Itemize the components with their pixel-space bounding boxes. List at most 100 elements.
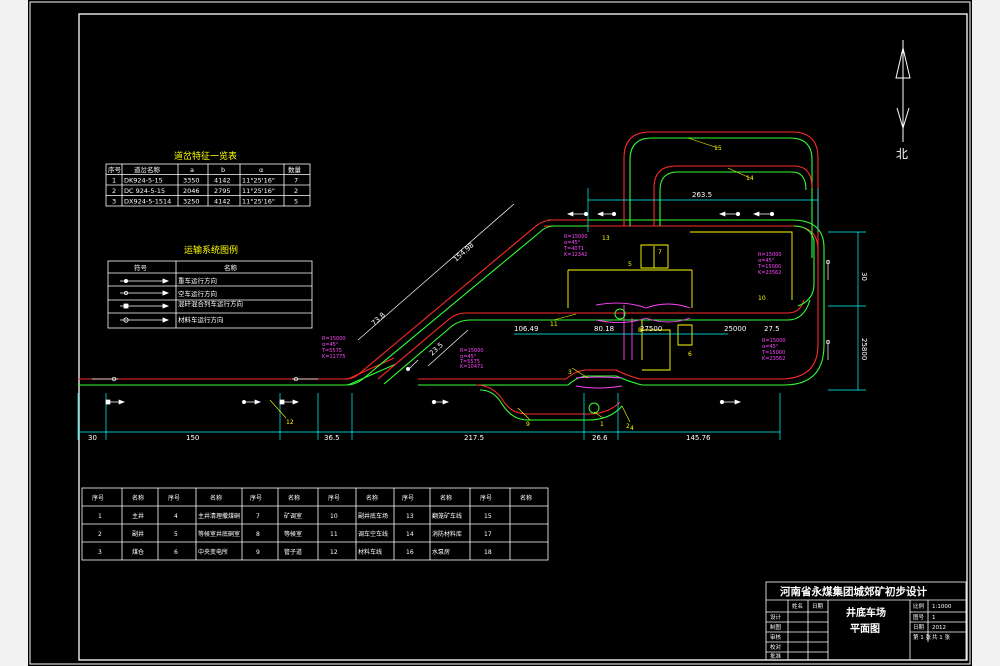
- curve-table-grid: [105, 163, 311, 207]
- arrow-icon: [92, 376, 118, 382]
- table-cell: DC 924-5-15: [124, 187, 165, 195]
- curve-param: α=45°: [762, 344, 779, 350]
- legend-heavy-car-symbol-icon: [120, 278, 170, 284]
- table-cell: 2: [112, 187, 116, 195]
- diag-dim: 73.8: [370, 311, 387, 327]
- direction-arrows: [92, 211, 831, 405]
- title-block-label: 制图: [770, 623, 782, 631]
- drawing-name: 井底车场: [846, 606, 886, 619]
- callout-label: 15: [714, 145, 722, 152]
- curve-param: α=45°: [758, 258, 775, 264]
- curve-param: α=45°: [460, 354, 477, 360]
- title-block-value: 1:1000: [932, 604, 952, 610]
- curve-param: K=11775: [322, 354, 345, 360]
- curve-param: T=5575: [459, 359, 480, 365]
- table-cell: 5: [294, 198, 298, 206]
- callout-label: 10: [758, 295, 766, 302]
- table-cell: 消防材料库: [432, 530, 462, 538]
- chamber-table-header: 序号: [480, 494, 492, 502]
- callout-label: 3: [568, 369, 572, 376]
- track-plan: [78, 131, 825, 421]
- callout-leaders: [269, 137, 751, 423]
- arrow-icon: [105, 399, 125, 405]
- track-dim: 106.49: [514, 325, 539, 333]
- inner-frame: [78, 13, 968, 661]
- title-block-label: 比例: [913, 602, 925, 610]
- diag-two-green: [383, 299, 811, 385]
- callout-label: 8: [638, 327, 642, 334]
- title-block-label: 图号: [913, 613, 925, 621]
- table-cell: 11°25'16": [242, 198, 275, 206]
- legend-title: 运输系统图例: [184, 244, 238, 256]
- chamber-table-header: 序号: [92, 494, 104, 502]
- table-cell: 12: [330, 549, 338, 556]
- chamber-table-header: 名称: [210, 494, 222, 502]
- callout-label: 14: [746, 175, 754, 182]
- callout-label: 6: [688, 351, 692, 358]
- legend-empty-car-symbol-icon: [120, 290, 170, 296]
- legend-item: 重车运行方向: [178, 276, 217, 285]
- arrow-icon: [753, 211, 775, 217]
- dimension-lines: [77, 188, 866, 440]
- curve-param: α=45°: [322, 342, 339, 348]
- curve-param: T=4071: [563, 246, 584, 252]
- bottom-dim: 26.6: [592, 434, 608, 442]
- callout-label: 1: [600, 421, 604, 428]
- top-loop-inner-red: [653, 165, 813, 226]
- title-block-label: 日期: [913, 624, 925, 631]
- table-cell: 4142: [214, 198, 231, 206]
- diag-two-red: [377, 299, 805, 380]
- chamber-table-header: 序号: [168, 494, 180, 502]
- pink-chambers: [575, 302, 691, 389]
- title-block-header: 姓名: [792, 602, 803, 610]
- table-cell: 17: [484, 531, 492, 538]
- table-cell: 16: [406, 549, 414, 556]
- curve-param: K=10471: [460, 364, 483, 370]
- top-loop-outer-green: [629, 137, 813, 258]
- bottom-dim: 150: [186, 434, 199, 442]
- title-block-value: 2012: [932, 625, 946, 631]
- chamber-table-header: 序号: [402, 494, 414, 502]
- callout-label: 5: [628, 261, 632, 268]
- chamber-table-header: 名称: [520, 494, 532, 502]
- table-cell: 2795: [214, 187, 231, 195]
- table-cell: 主井清理撒煤硐: [198, 512, 240, 520]
- curve-table-header: 道岔名称: [134, 165, 161, 174]
- chamber-table-header: 名称: [440, 494, 452, 502]
- main-shaft-icon: [614, 308, 626, 320]
- title-block-grid: [765, 581, 967, 661]
- top-loop-outer-red: [623, 131, 819, 260]
- table-cell: 11°25'16": [242, 177, 275, 185]
- curve-table-header: α: [259, 166, 263, 174]
- arrow-icon: [406, 359, 419, 371]
- track-dim: 27500: [640, 325, 662, 333]
- table-cell: 1: [98, 513, 102, 520]
- curve-param: R=15000: [762, 338, 786, 344]
- top-loop-inner-green: [659, 171, 807, 226]
- right-dim: 30: [860, 272, 868, 281]
- arrow-icon: [825, 339, 831, 360]
- table-cell: 等候室井底硐室: [198, 530, 240, 538]
- arrow-icon: [279, 399, 299, 405]
- top-dim: 263.5: [692, 191, 712, 199]
- table-cell: 5: [174, 531, 178, 538]
- title-block-header: 日期: [812, 603, 824, 610]
- table-cell: 等候室: [284, 530, 302, 538]
- curve-table-title: 道岔特征一览表: [174, 150, 237, 162]
- table-cell: DK924-5-15: [124, 177, 163, 185]
- table-cell: 14: [406, 531, 414, 538]
- legend-grid: [107, 260, 313, 329]
- callout-label: 7: [658, 249, 662, 256]
- table-cell: 材料车线: [358, 548, 382, 556]
- chamber-table-header: 名称: [132, 494, 144, 502]
- north-label: 北: [896, 147, 908, 161]
- table-cell: 1: [112, 177, 116, 185]
- outer-frame: [29, 1, 971, 665]
- table-cell: 6: [174, 549, 178, 556]
- table-cell: 副井: [132, 530, 144, 538]
- callout-label: 13: [602, 235, 610, 242]
- title-block-label: 批准: [770, 652, 782, 660]
- curve-param: R=15000: [758, 252, 782, 258]
- arrow-icon: [431, 399, 449, 405]
- table-cell: 管子道: [284, 548, 302, 556]
